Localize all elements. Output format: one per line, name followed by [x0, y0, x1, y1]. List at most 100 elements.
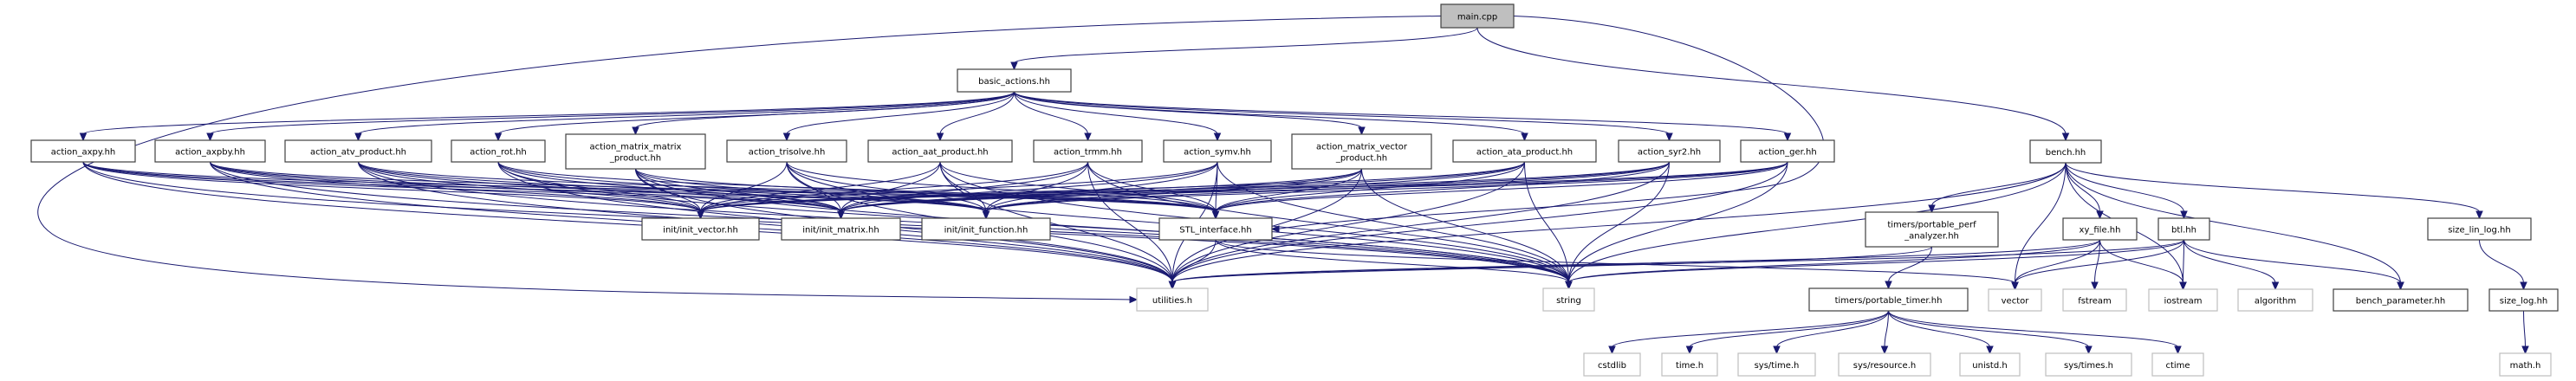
node-box	[2499, 352, 2552, 377]
edge-mmp-to-init_vector	[635, 168, 701, 213]
edge-symv-to-init_vector	[700, 161, 1218, 213]
edge-arrowhead-ger-to-init_vector	[697, 210, 704, 220]
edge-portable_timer-to-cstdlib	[1612, 310, 1889, 348]
node-box	[1737, 352, 1816, 377]
node-ata[interactable]: action_ata_product.hh	[1452, 139, 1597, 163]
edge-basic_actions-to-ata	[1014, 91, 1525, 135]
node-label: action_trisolve.hh	[749, 148, 826, 158]
edge-arrowhead-main-to-utilities	[1129, 295, 1139, 304]
node-label: algorithm	[2255, 297, 2296, 307]
edge-ata-to-init_vector	[700, 161, 1525, 213]
edge-bench-to-utilities	[1171, 162, 2067, 283]
node-label: STL_interface.hh	[1179, 226, 1251, 236]
node-syr2[interactable]: action_syr2.hh	[1618, 139, 1721, 163]
node-bench[interactable]: bench.hh	[2029, 139, 2102, 164]
edge-mmp-to-init_function	[635, 168, 987, 213]
node-rot[interactable]: action_rot.hh	[451, 139, 546, 163]
edge-trisolve-to-stl_interface	[786, 161, 1217, 213]
node-init-matrix[interactable]: init/init_matrix.hh	[781, 217, 901, 241]
edge-arrowhead-basic_actions-to-axpby	[206, 132, 214, 142]
edge-stl_interface-to-string	[1215, 239, 1569, 283]
node-portable-timer[interactable]: timers/portable_timer.hh	[1808, 287, 1969, 312]
node-cstdlib: cstdlib	[1583, 352, 1641, 377]
node-main[interactable]: main.cpp	[1440, 3, 1515, 29]
node-box	[1291, 133, 1432, 170]
node-atv[interactable]: action_atv_product.hh	[284, 139, 432, 163]
edge-arrowhead-portable_timer-to-time_h	[1685, 345, 1694, 355]
node-label: xy_file.hh	[2080, 226, 2121, 236]
edge-arrowhead-bench-to-xy_file	[2096, 210, 2104, 220]
edge-trmm-to-init_function	[985, 161, 1088, 213]
edge-arrowhead-portable_timer-to-sys_resource	[1880, 345, 1889, 355]
node-init-function[interactable]: init/init_function.hh	[921, 217, 1051, 241]
node-box	[1440, 3, 1515, 29]
edge-arrowhead-bench-to-perf_analyzer	[1928, 204, 1936, 214]
node-symv[interactable]: action_symv.hh	[1163, 139, 1272, 163]
node-bench-parameter[interactable]: bench_parameter.hh	[2333, 288, 2469, 312]
node-box	[867, 139, 1013, 163]
node-size-log[interactable]: size_log.hh	[2488, 288, 2559, 312]
node-label: basic_actions.hh	[978, 77, 1050, 87]
node-box	[1740, 139, 1835, 163]
edge-ger-to-utilities	[1171, 161, 1788, 283]
edge-arrowhead-size_log-to-math_h	[2521, 345, 2529, 355]
node-box	[1865, 211, 1999, 248]
node-axpby[interactable]: action_axpby.hh	[154, 139, 266, 163]
edge-rot-to-stl_interface	[497, 161, 1217, 213]
node-box	[1959, 352, 2021, 377]
node-label: math.h	[2510, 361, 2541, 371]
edge-aat-to-utilities	[939, 161, 1173, 283]
edge-arrowhead-basic_actions-to-mvp	[1358, 126, 1366, 136]
node-box	[565, 133, 706, 170]
node-box	[2148, 288, 2218, 312]
node-algorithm: algorithm	[2237, 288, 2313, 312]
node-label: timers/portable_perf	[1887, 221, 1976, 230]
edge-portable_timer-to-sys_resource	[1884, 310, 1889, 348]
node-mmp[interactable]: action_matrix_matrix_product.hh	[565, 133, 706, 170]
edge-bench-to-perf_analyzer	[1931, 162, 2067, 207]
edge-arrowhead-main-to-bench	[2061, 132, 2070, 142]
edge-arrowhead-portable_timer-to-unistd	[1986, 345, 1994, 355]
node-stl-interface[interactable]: STL_interface.hh	[1158, 217, 1273, 241]
edge-basic_actions-to-trisolve	[786, 91, 1015, 135]
edge-arrowhead-basic_actions-to-atv	[354, 132, 362, 142]
node-axpy[interactable]: action_axpy.hh	[30, 139, 136, 163]
node-label: time.h	[1676, 361, 1703, 371]
node-init-vector[interactable]: init/init_vector.hh	[641, 217, 760, 241]
node-box	[1033, 139, 1143, 163]
edge-portable_timer-to-sys_times	[1888, 310, 2089, 348]
node-box	[641, 217, 760, 241]
node-label: size_lin_log.hh	[2448, 226, 2510, 236]
edge-arrowhead-basic_actions-to-ata	[1521, 132, 1528, 142]
node-ger[interactable]: action_ger.hh	[1740, 139, 1835, 163]
node-label: size_log.hh	[2500, 297, 2548, 307]
node-box	[2488, 288, 2559, 312]
node-time-h: time.h	[1661, 352, 1718, 377]
edge-trisolve-to-init_vector	[700, 161, 788, 213]
node-perf-analyzer[interactable]: timers/portable_perf_analyzer.hh	[1865, 211, 1999, 248]
edge-arrowhead-portable_timer-to-sys_time	[1773, 345, 1781, 355]
edge-perf_analyzer-to-portable_timer	[1888, 246, 1932, 283]
node-label: cstdlib	[1598, 361, 1626, 371]
node-label: iostream	[2164, 297, 2203, 307]
node-trisolve[interactable]: action_trisolve.hh	[726, 139, 847, 163]
node-btl[interactable]: btl.hh	[2157, 217, 2210, 241]
node-label: action_ger.hh	[1758, 148, 1816, 158]
node-xy-file[interactable]: xy_file.hh	[2062, 217, 2138, 241]
node-mvp[interactable]: action_matrix_vector_product.hh	[1291, 133, 1432, 170]
edge-main-to-bench	[1476, 27, 2067, 135]
node-box	[1158, 217, 1273, 241]
edge-ata-to-stl_interface	[1215, 161, 1525, 213]
node-aat[interactable]: action_aat_product.hh	[867, 139, 1013, 163]
node-size-lin-log[interactable]: size_lin_log.hh	[2427, 217, 2532, 241]
node-label: action_ata_product.hh	[1476, 148, 1573, 158]
edge-ger-to-init_function	[985, 161, 1788, 213]
edge-arrowhead-bench-to-size_lin_log	[2475, 210, 2483, 220]
node-label: _product.hh	[609, 154, 661, 164]
edge-mmp-to-string	[635, 168, 1569, 283]
edge-arrowhead-main-to-stl_interface	[1270, 225, 1280, 233]
node-trmm[interactable]: action_trmm.hh	[1033, 139, 1143, 163]
node-basic-actions[interactable]: basic_actions.hh	[957, 68, 1072, 93]
node-label: bench_parameter.hh	[2356, 297, 2445, 307]
edge-mmp-to-init_matrix	[635, 168, 841, 213]
